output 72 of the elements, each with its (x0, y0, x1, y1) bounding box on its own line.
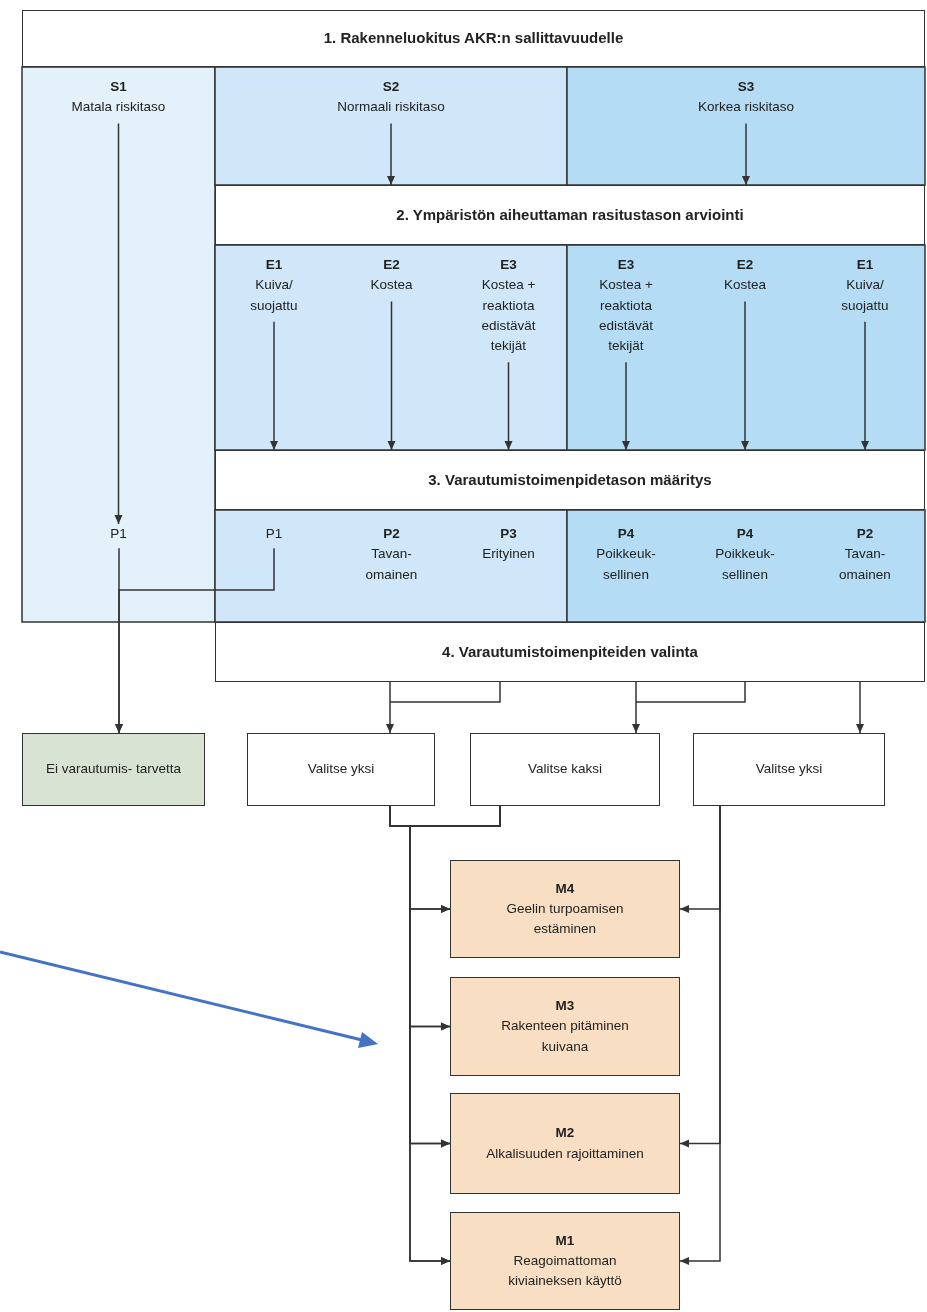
node-label: Kuiva/ suojattu (840, 276, 890, 315)
node-label: Valitse yksi (307, 760, 375, 779)
arrow (679, 805, 721, 1265)
node-label: P1 (110, 525, 127, 543)
node-label: Poikkeuk- sellinen (595, 545, 657, 584)
node-label: Normaali riskitaso (337, 98, 445, 117)
node-label: Poikkeuk- sellinen (714, 545, 776, 584)
header-box (22, 10, 925, 67)
node-label: 1. Rakenneluokitus AKR:n sallittavuudelle (323, 28, 624, 49)
node-label: Rakenteen pitäminen kuivana (500, 1017, 630, 1056)
node-label: Valitse yksi (755, 760, 823, 779)
node-label: Kostea (724, 276, 766, 295)
level-code: P2 (383, 525, 400, 543)
level-code: E2 (736, 256, 754, 274)
node-label: Kostea (370, 276, 413, 295)
level-code: P4 (736, 525, 754, 543)
level-code: P3 (500, 525, 517, 543)
level-code: S3 (737, 78, 755, 96)
measure-box (450, 1212, 680, 1310)
node-label: Geelin turpoamisen estäminen (505, 899, 625, 939)
node-label: Erityinen (482, 545, 535, 564)
node-label: Tavan- omainen (364, 545, 419, 584)
node-label: 3. Varautumistoimenpidetason määritys (428, 469, 712, 490)
level-code: M1 (555, 1231, 575, 1250)
arrow (741, 300, 749, 451)
level-code: E3 (500, 256, 517, 274)
node-label: 4. Varautumistoimenpiteiden valinta (442, 641, 698, 662)
level-code: E1 (856, 256, 874, 274)
level-code: M3 (555, 997, 575, 1016)
arrow (270, 321, 278, 451)
measure-box (450, 977, 680, 1076)
header-box (215, 450, 925, 510)
arrow (387, 122, 395, 186)
node-label: Kuiva/ suojattu (249, 276, 299, 315)
arrow (114, 122, 123, 525)
node-label: Kostea + reaktiota edistävät tekijät (597, 276, 654, 355)
arrow (856, 681, 864, 734)
node-label: Alkalisuuden rajoittaminen (486, 1144, 644, 1163)
level-code: M2 (555, 1124, 575, 1143)
measure-box (450, 1093, 680, 1194)
node-label: Ei varautumis- tarvetta (45, 760, 181, 779)
level-code: S1 (110, 78, 127, 96)
level-code: E3 (617, 256, 635, 274)
level-code: S2 (382, 78, 400, 96)
arrow (387, 300, 396, 451)
node-label: Tavan- omainen (838, 545, 892, 584)
arrow (861, 321, 869, 451)
node-label: 2. Ympäristön aiheuttaman rasitustason arviointi (396, 204, 744, 225)
arrow (632, 681, 746, 734)
node-label: Kostea + reaktiota edistävät tekijät (480, 276, 537, 355)
choice-box (247, 733, 435, 806)
level-code: M4 (555, 879, 575, 898)
measure-box (450, 860, 680, 958)
arrow (386, 681, 501, 734)
header-box (215, 185, 925, 245)
choice-box (693, 733, 885, 806)
header-box (215, 622, 925, 682)
arrow (622, 361, 630, 451)
result-box (22, 733, 205, 806)
node-label: P1 (265, 525, 283, 543)
node-label: Korkea riskitaso (697, 98, 794, 117)
arrow (504, 361, 513, 451)
level-code: E2 (383, 256, 400, 274)
node-label: Reagoimattoman kiviaineksen käyttö (507, 1251, 623, 1291)
node-label: Matala riskitaso (71, 98, 166, 117)
choice-box (470, 733, 660, 806)
level-code: P2 (856, 525, 874, 543)
level-code: E1 (265, 256, 283, 274)
arrow (115, 547, 275, 734)
node-label: Valitse kaksi (528, 760, 602, 779)
arrow (742, 122, 750, 186)
level-code: P4 (617, 525, 635, 543)
